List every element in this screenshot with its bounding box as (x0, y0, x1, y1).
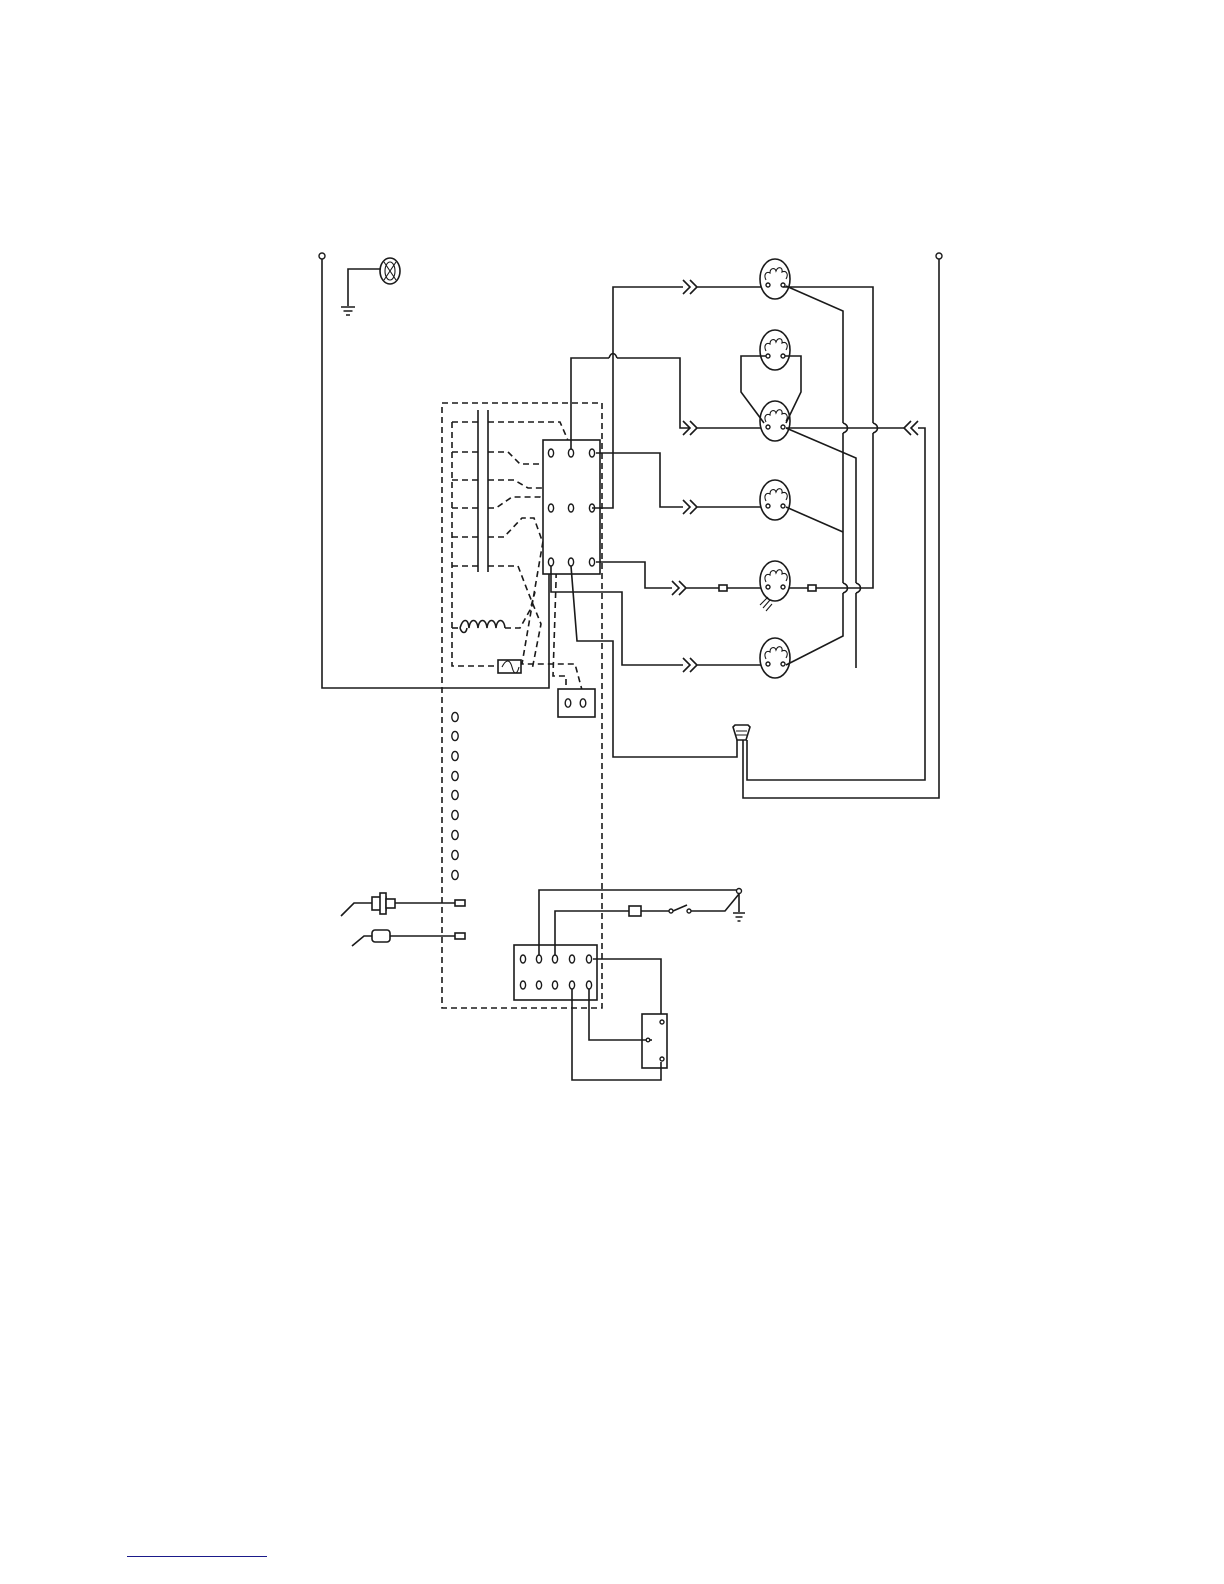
heating-elements (760, 259, 790, 678)
indicator-lamp (380, 258, 400, 284)
element-terminal-pins (452, 712, 458, 879)
panel-fuse (498, 660, 521, 673)
ground-symbol (341, 269, 380, 315)
solenoid-coil (452, 592, 535, 633)
heating-element-5 (760, 561, 790, 611)
heating-element-6 (760, 638, 790, 678)
element-return-bus (783, 286, 904, 668)
heating-element-2 (760, 330, 790, 370)
probe-sensor (341, 893, 465, 916)
two-pin-plug (558, 689, 595, 717)
heating-element-1 (760, 259, 790, 299)
footer-rule (127, 1556, 267, 1557)
left-power-lead (319, 253, 549, 688)
heating-element-4 (760, 480, 790, 520)
switch-terminal-block (543, 440, 600, 574)
wire-connector-nut (733, 725, 750, 740)
cable-plug (352, 930, 465, 946)
heating-element-3 (760, 401, 790, 441)
quick-connectors (672, 280, 925, 780)
